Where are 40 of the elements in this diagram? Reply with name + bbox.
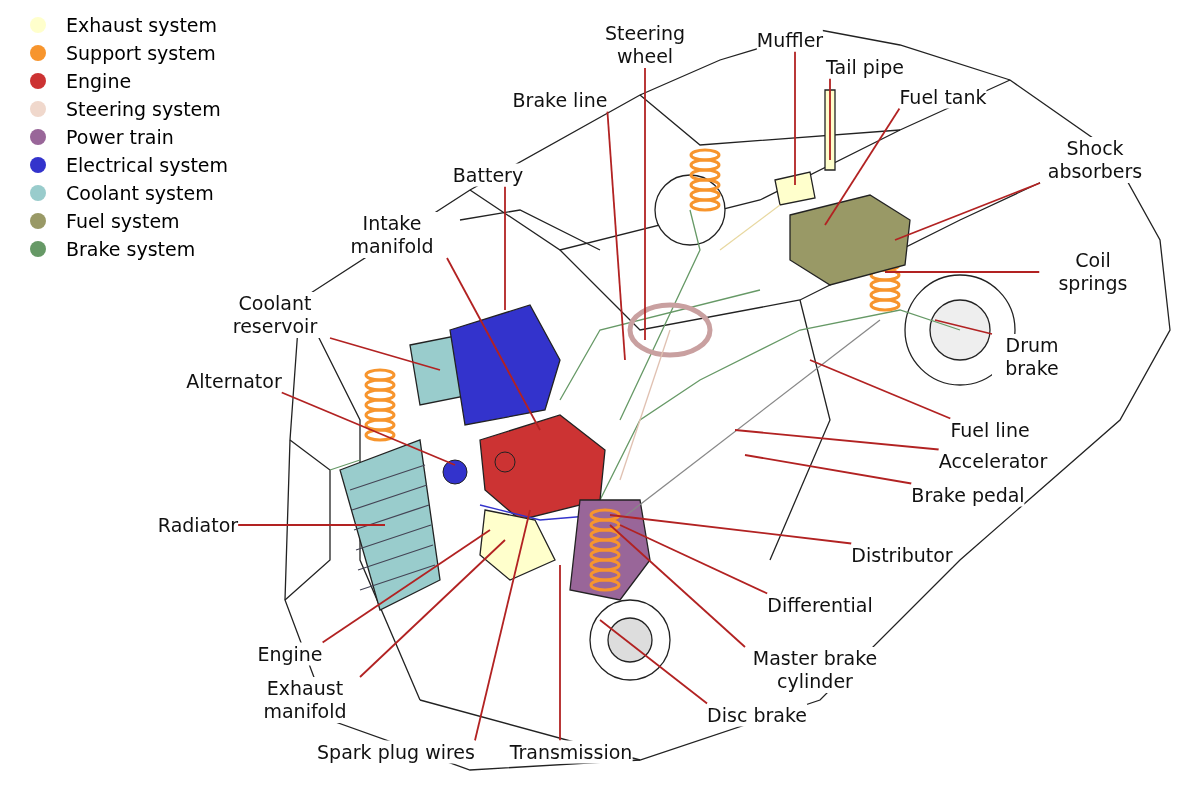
- legend-label: Steering system: [66, 98, 221, 121]
- part-label: Engine: [257, 642, 323, 666]
- leader-line: [321, 529, 491, 644]
- leader-line: [644, 67, 646, 341]
- leader-line: [894, 182, 1041, 241]
- part-label: Brake pedal: [911, 483, 1025, 507]
- leader-line: [237, 524, 386, 526]
- leader-line: [609, 514, 853, 545]
- leader-line: [329, 337, 441, 371]
- part-label: Transmission: [509, 740, 633, 764]
- leader-line: [794, 50, 796, 186]
- leader-line: [884, 271, 1041, 273]
- legend-label: Exhaust system: [66, 14, 218, 37]
- part-label: Muffler: [756, 28, 824, 52]
- leader-line: [609, 524, 746, 648]
- legend-label: Engine: [66, 70, 132, 93]
- leader-line: [809, 359, 952, 420]
- legend-label: Power train: [66, 126, 174, 149]
- legend-label: Support system: [66, 42, 216, 65]
- leader-line: [559, 564, 561, 742]
- leader-line: [619, 524, 769, 595]
- leader-line: [829, 77, 831, 161]
- leader-line: [446, 257, 541, 431]
- leader-line: [280, 391, 456, 466]
- leader-line: [504, 185, 506, 311]
- part-label: Battery: [452, 163, 524, 187]
- part-label: Disc brake: [707, 703, 807, 727]
- leader-line: [474, 509, 531, 742]
- legend-label: Brake system: [66, 238, 196, 261]
- part-label: Spark plug wires: [317, 740, 475, 764]
- legend-label: Fuel system: [66, 210, 180, 233]
- legend-label: Coolant system: [66, 182, 214, 205]
- leader-line: [824, 107, 901, 226]
- leader-line: [744, 454, 913, 485]
- leader-line: [606, 110, 626, 361]
- leader-line: [599, 619, 708, 705]
- leader-line: [359, 539, 506, 678]
- leader-line: [734, 429, 940, 451]
- legend-label: Electrical system: [66, 154, 229, 177]
- part-label: Distributor: [851, 543, 953, 567]
